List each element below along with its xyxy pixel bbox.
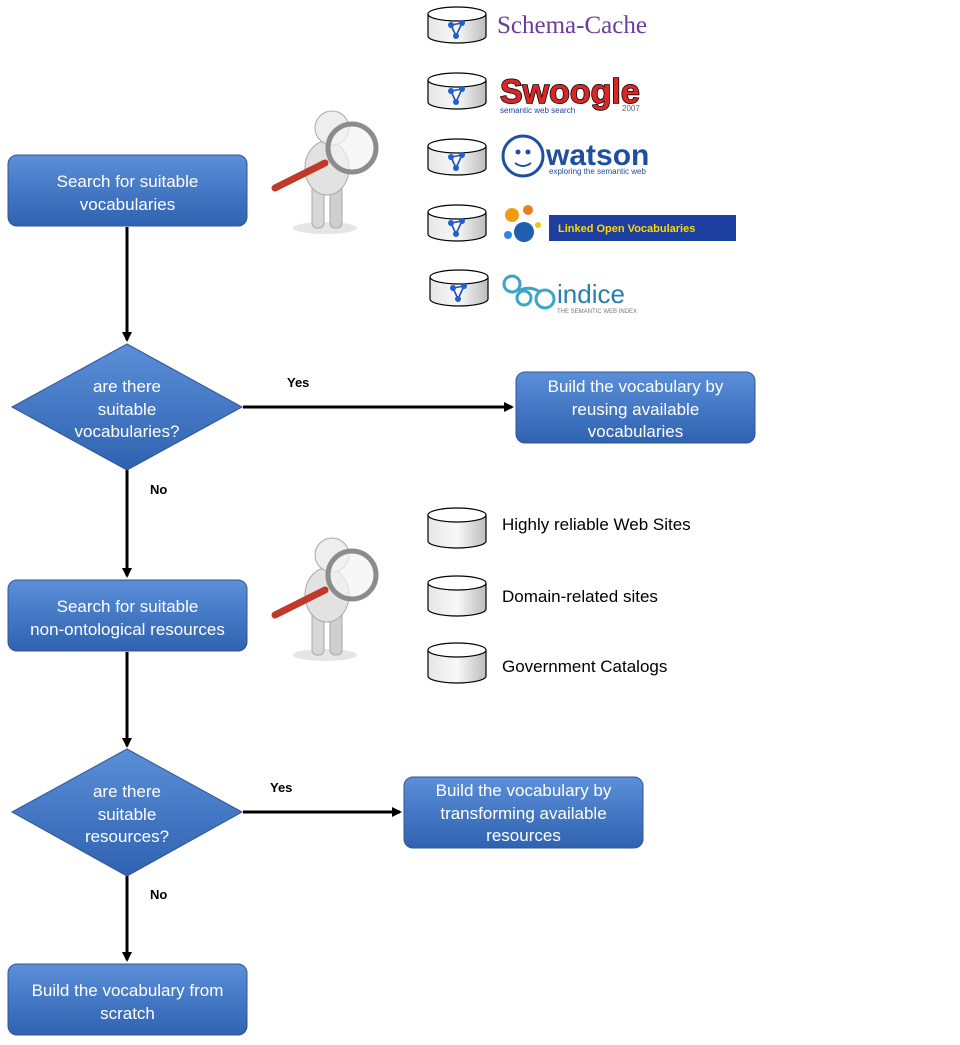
database-icon [427, 138, 487, 176]
box-line: vocabularies [80, 195, 175, 214]
sindice-logo-text: indice [557, 279, 625, 309]
swoogle-logo-text: Swoogle [500, 73, 640, 111]
box-line: reusing available [572, 400, 700, 419]
box-line: Search for suitable [57, 172, 199, 191]
watson-tagline: exploring the semantic web [549, 167, 646, 176]
lov-logo-text: Linked Open Vocabularies [558, 223, 695, 235]
box-line: Build the vocabulary by [436, 781, 612, 800]
edge-label-no-vocab: No [150, 482, 167, 497]
watson-logo-text: watson [545, 139, 649, 172]
decision-line: suitable [98, 400, 157, 419]
edge-label-no-res: No [150, 887, 167, 902]
sindice-tagline: THE SEMANTIC WEB INDEX [557, 309, 637, 315]
resource-label: Government Catalogs [502, 657, 667, 676]
resource-label: Domain-related sites [502, 587, 658, 606]
database-icon [427, 642, 487, 684]
box-line: non-ontological resources [30, 620, 225, 639]
database-icon [427, 507, 487, 549]
search-vocabularies-box: Search for suitable vocabularies [7, 154, 248, 227]
box-line: Build the vocabulary by [548, 377, 724, 396]
decision-line: resources? [85, 827, 169, 846]
box-line: Build the vocabulary from [32, 981, 224, 1000]
database-icon [427, 6, 487, 44]
box-line: resources [486, 826, 561, 845]
edge-label-yes-res: Yes [270, 780, 292, 795]
database-icon [427, 204, 487, 242]
swoogle-year: 2007 [622, 104, 640, 113]
lov-logo: Linked Open Vocabularies [504, 205, 736, 242]
decision-resources: are there suitable resources? [10, 748, 244, 877]
transform-resources-box: Build the vocabulary by transforming ava… [403, 776, 644, 849]
sindice-logo: indice THE SEMANTIC WEB INDEX [502, 274, 637, 315]
decision-line: suitable [98, 805, 157, 824]
magnifier-figure-icon [271, 537, 379, 661]
box-line: transforming available [440, 804, 606, 823]
decision-line: are there [93, 377, 161, 396]
box-line: vocabularies [588, 422, 683, 441]
schema-cache-logo: Schema-Cache [497, 12, 647, 39]
watson-logo: watson exploring the semantic web [501, 134, 649, 178]
reuse-vocabularies-box: Build the vocabulary by reusing availabl… [515, 371, 756, 444]
build-from-scratch-box: Build the vocabulary from scratch [7, 963, 248, 1036]
resource-label: Highly reliable Web Sites [502, 515, 691, 534]
swoogle-tagline: semantic web search [500, 106, 575, 115]
database-icon [429, 269, 489, 307]
watson-face-icon [501, 134, 545, 178]
search-nor-box: Search for suitable non-ontological reso… [7, 579, 248, 652]
decision-line: vocabularies? [75, 422, 180, 441]
decision-vocabularies: are there suitable vocabularies? [10, 343, 244, 471]
lov-banner [549, 215, 736, 241]
database-icon [427, 72, 487, 110]
box-line: scratch [100, 1004, 155, 1023]
swoogle-logo: Swoogle semantic web search 2007 [499, 72, 640, 115]
database-icon [427, 575, 487, 617]
decision-line: are there [93, 782, 161, 801]
edge-label-yes-vocab: Yes [287, 375, 309, 390]
magnifier-figure-icon [271, 110, 379, 234]
box-line: Search for suitable [57, 597, 199, 616]
